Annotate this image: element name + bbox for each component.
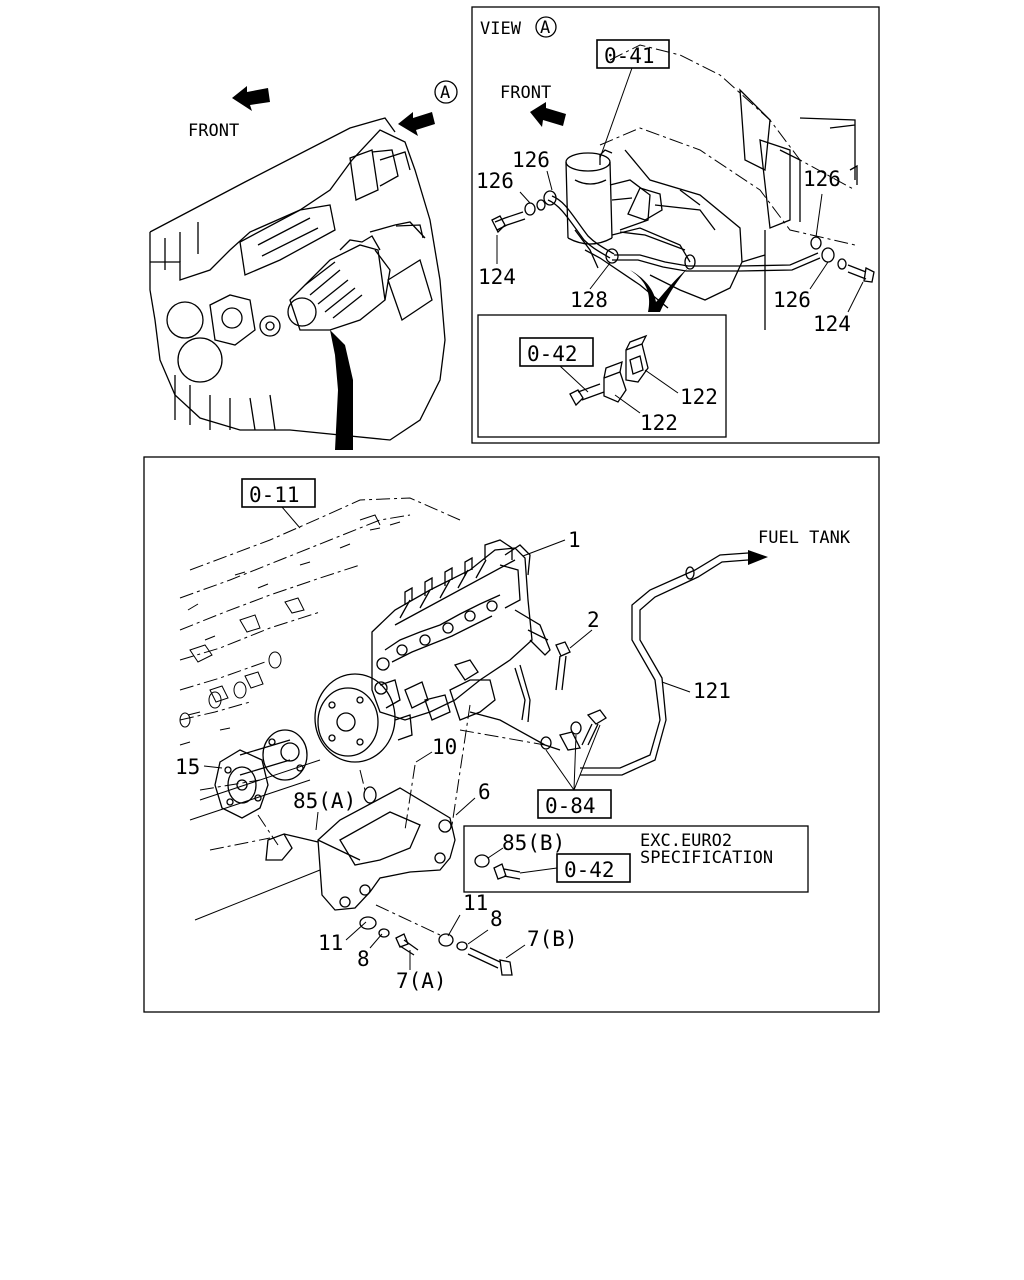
main-callout-121: 121 — [693, 679, 731, 703]
main-panel: 0-11 — [143, 456, 880, 1013]
view-a-title-marker-circle — [535, 16, 557, 38]
front-arrow-icon — [232, 86, 270, 111]
main-callout-6: 6 — [478, 780, 491, 804]
view-a-arrow-icon — [398, 112, 435, 136]
view-a-ref-box-text: 0-41 — [604, 44, 655, 68]
main-fuel-tank-label: FUEL TANK — [758, 528, 851, 548]
spec-box-frame — [463, 825, 809, 893]
gear-15-icon — [214, 749, 269, 819]
main-callout-8: 8 — [357, 947, 370, 971]
main-ref-box-top-text: 0-11 — [249, 483, 300, 507]
main-callout-2: 2 — [587, 608, 600, 632]
view-a-inset-callout-122: 122 — [680, 385, 718, 409]
view-a-callout-126: 126 — [803, 167, 841, 191]
main-callout-11: 11 — [318, 931, 343, 955]
main-callout-7a: 7(A) — [396, 969, 447, 993]
view-a-marker-circle — [434, 80, 458, 104]
view-a-inset-ref-box — [519, 337, 594, 367]
main-callout-11: 11 — [463, 891, 488, 915]
view-a-callout-126: 126 — [476, 169, 514, 193]
main-callout-85a: 85(A) — [293, 789, 356, 813]
view-a-callout-124: 124 — [478, 265, 516, 289]
spec-box-callout-85b: 85(B) — [502, 831, 565, 855]
view-a-front-label: FRONT — [500, 83, 551, 103]
view-a-ref-box — [596, 39, 670, 69]
engine-overview: FRONT A — [149, 80, 458, 450]
view-a-title-marker: A — [540, 18, 550, 38]
view-a-inset-connector — [630, 268, 688, 312]
view-a-panel: VIEW A FRONT 0-41 — [471, 6, 880, 444]
view-a-callout-126: 126 — [512, 148, 550, 172]
view-a-inset-frame — [477, 314, 727, 438]
main-frame — [143, 456, 880, 1013]
main-callout-7b: 7(B) — [527, 927, 578, 951]
view-a-title: VIEW — [480, 19, 522, 39]
overview-front-label: FRONT — [188, 121, 239, 141]
overview-connector — [330, 330, 353, 450]
overview-view-marker: A — [440, 83, 450, 103]
main-callout-1: 1 — [568, 528, 581, 552]
view-a-inset-callout-122: 122 — [640, 411, 678, 435]
spec-box-note-line1: EXC.EURO2 — [640, 831, 732, 851]
main-callout-15: 15 — [175, 755, 200, 779]
spec-box-ref-box-text: 0-42 — [564, 858, 615, 882]
main-callout-10: 10 — [432, 735, 457, 759]
fuel-tank-arrow-icon — [748, 550, 768, 565]
spec-box-note-line2: SPECIFICATION — [640, 848, 773, 868]
view-a-inset-ref-box-text: 0-42 — [527, 342, 578, 366]
view-a-front-arrow-icon — [530, 102, 566, 127]
view-a-callout-124: 124 — [813, 312, 851, 336]
main-ref-box-pipe — [537, 789, 612, 819]
main-callout-8: 8 — [490, 907, 503, 931]
view-a-frame — [471, 6, 880, 444]
main-ref-box-top — [241, 478, 316, 508]
view-a-callout-128: 128 — [570, 288, 608, 312]
main-ref-box-pipe-text: 0-84 — [545, 794, 596, 818]
view-a-callout-126: 126 — [773, 288, 811, 312]
